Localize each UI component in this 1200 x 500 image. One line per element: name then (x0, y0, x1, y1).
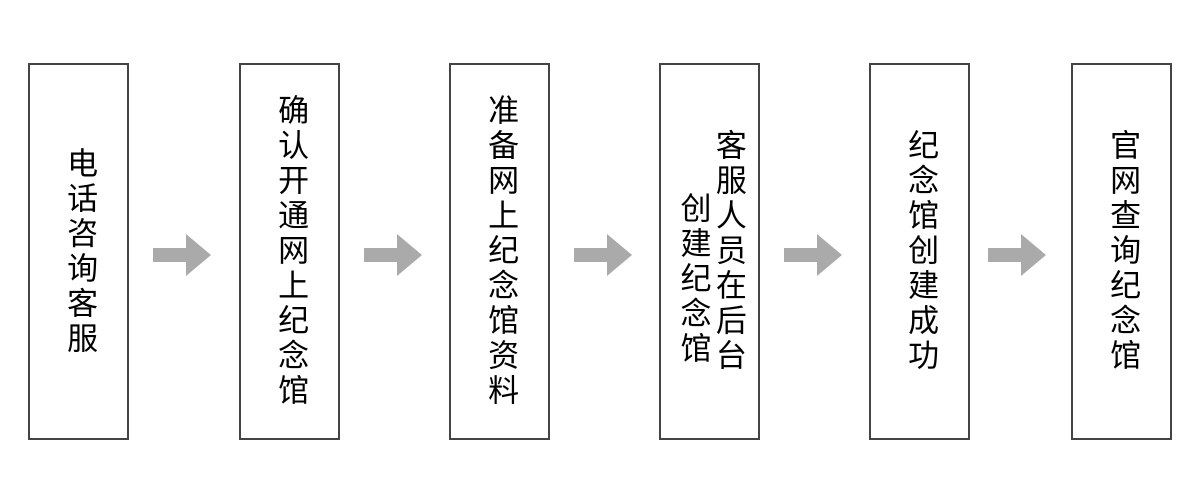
flow-arrow-3 (574, 232, 632, 278)
arrow-right-icon (574, 234, 632, 276)
flow-node-5[interactable]: 纪念馆创建成功 (869, 63, 970, 440)
flow-arrow-1 (153, 232, 211, 278)
flow-arrow-5 (988, 232, 1046, 278)
flow-node-2[interactable]: 确认开通网上纪念馆 (239, 63, 340, 440)
flow-node-1[interactable]: 电话咨询客服 (28, 63, 129, 440)
arrow-right-icon (153, 234, 211, 276)
flow-node-1-text: 电话咨询客服 (61, 146, 98, 357)
arrow-right-icon (988, 234, 1046, 276)
flow-node-5-text: 纪念馆创建成功 (902, 129, 939, 374)
flow-node-4[interactable]: 客服人员在后台 创建纪念馆 (659, 63, 760, 440)
flow-node-4-text-column-1: 客服人员在后台 (709, 129, 746, 374)
arrow-right-icon (784, 234, 842, 276)
flow-node-4-text-column-2: 创建纪念馆 (674, 192, 711, 367)
flow-node-6-text: 官网查询纪念馆 (1104, 129, 1141, 374)
flow-node-6[interactable]: 官网查询纪念馆 (1071, 63, 1172, 440)
flow-arrow-4 (784, 232, 842, 278)
flow-node-3-text: 准备网上纪念馆资料 (482, 94, 519, 409)
flow-node-3[interactable]: 准备网上纪念馆资料 (449, 63, 550, 440)
arrow-right-icon (364, 234, 422, 276)
flow-arrow-2 (364, 232, 422, 278)
flow-node-2-text: 确认开通网上纪念馆 (272, 94, 309, 409)
